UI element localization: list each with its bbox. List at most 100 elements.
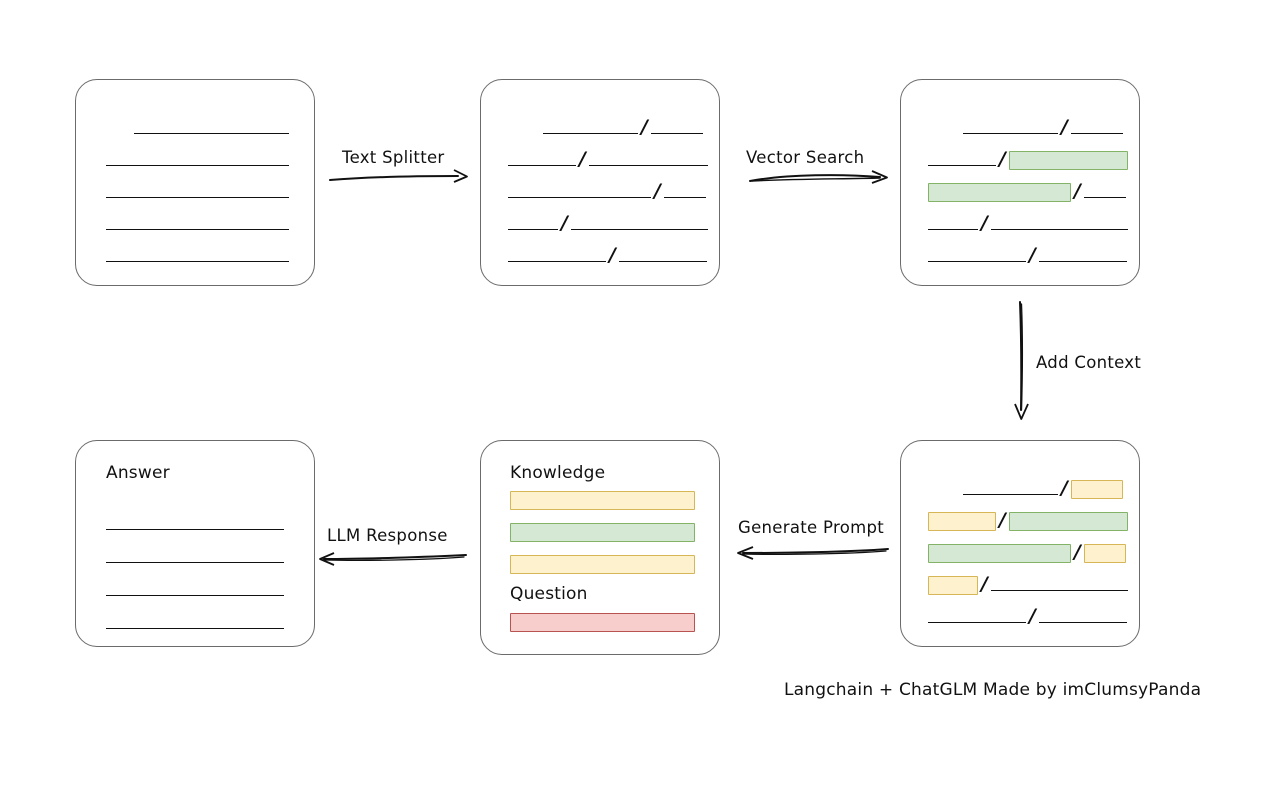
text-line: / [928, 572, 1128, 595]
text-rule [963, 133, 1058, 134]
text-line [106, 184, 289, 200]
text-rule [1083, 197, 1126, 198]
arrow-label-add-context: Add Context [1036, 353, 1142, 372]
text-line: / [928, 211, 1128, 234]
separator-slash: / [654, 179, 661, 202]
highlight-chip-yellow [1083, 543, 1126, 563]
answer-label: Answer [106, 463, 170, 483]
prompt-box: Knowledge Question [480, 440, 720, 655]
text-rule [1038, 622, 1127, 623]
text-line: / [928, 243, 1127, 266]
arrow-generate-prompt [737, 546, 889, 560]
highlight-chip-yellow [1070, 479, 1123, 499]
text-line: / [928, 604, 1127, 627]
text-rule [106, 595, 284, 596]
arrow-label-text-splitter: Text Splitter [342, 148, 445, 167]
arrow-llm-response [319, 552, 467, 566]
text-line: / [508, 211, 708, 234]
separator-slash: / [1074, 540, 1081, 563]
text-line [106, 248, 289, 264]
text-line: / [508, 179, 706, 202]
text-rule [990, 590, 1128, 591]
knowledge-label: Knowledge [510, 463, 606, 483]
text-line: / [543, 115, 703, 138]
highlight-chip-green [510, 523, 695, 542]
text-rule [106, 261, 289, 262]
separator-slash: / [561, 211, 568, 234]
highlight-chip-red [510, 613, 695, 632]
arrow-vector-search [749, 170, 888, 184]
text-rule [663, 197, 706, 198]
separator-slash: / [1061, 476, 1068, 499]
text-rule [928, 261, 1026, 262]
text-rule [1038, 261, 1127, 262]
question-label: Question [510, 584, 588, 604]
highlight-chip-green [928, 543, 1071, 563]
text-line [106, 516, 284, 532]
separator-slash: / [609, 243, 616, 266]
highlight-chip-yellow [510, 491, 695, 510]
footer-credit: Langchain + ChatGLM Made by imClumsyPand… [784, 680, 1202, 700]
text-line [106, 216, 289, 232]
separator-slash: / [1029, 604, 1036, 627]
separator-slash: / [981, 572, 988, 595]
text-rule [134, 133, 289, 134]
separator-slash: / [981, 211, 988, 234]
text-rule [1070, 133, 1123, 134]
text-rule [928, 622, 1026, 623]
separator-slash: / [1074, 179, 1081, 202]
text-rule [106, 197, 289, 198]
text-line [134, 120, 289, 136]
answer-box: Answer [75, 440, 315, 647]
text-rule [928, 229, 978, 230]
text-rule [106, 562, 284, 563]
text-rule [508, 165, 576, 166]
text-rule [650, 133, 703, 134]
highlight-chip-green [928, 182, 1071, 202]
text-rule [588, 165, 708, 166]
highlight-chip-yellow [510, 555, 695, 574]
separator-slash: / [641, 115, 648, 138]
split-chunks-box: / / / / / [480, 79, 720, 286]
text-rule [106, 229, 289, 230]
highlight-chip-green [1008, 511, 1128, 531]
text-rule [570, 229, 708, 230]
separator-slash: / [579, 147, 586, 170]
separator-slash: / [999, 147, 1006, 170]
text-line [106, 615, 284, 631]
text-rule [508, 229, 558, 230]
text-line: / [963, 476, 1123, 499]
highlight-chip-yellow [928, 575, 978, 595]
context-added-chunks-box: / / / / / [900, 440, 1140, 647]
text-line: / [508, 147, 708, 170]
arrow-label-generate-prompt: Generate Prompt [738, 518, 884, 537]
highlight-chip-yellow [928, 511, 996, 531]
text-line: / [928, 179, 1126, 202]
source-document-box [75, 79, 315, 286]
text-line [106, 152, 289, 168]
vector-matched-chunks-box: / / / / / [900, 79, 1140, 286]
text-line [106, 549, 284, 565]
text-line: / [928, 508, 1128, 531]
text-rule [106, 628, 284, 629]
separator-slash: / [1029, 243, 1036, 266]
text-line: / [508, 243, 707, 266]
text-rule [963, 494, 1058, 495]
text-rule [508, 261, 606, 262]
arrow-add-context [1014, 301, 1029, 420]
text-line: / [963, 115, 1123, 138]
separator-slash: / [1061, 115, 1068, 138]
text-rule [106, 529, 284, 530]
text-rule [990, 229, 1128, 230]
text-line: / [928, 540, 1126, 563]
text-rule [928, 165, 996, 166]
text-line [106, 582, 284, 598]
separator-slash: / [999, 508, 1006, 531]
text-line: / [928, 147, 1128, 170]
text-rule [618, 261, 707, 262]
arrow-label-llm-response: LLM Response [327, 526, 448, 545]
highlight-chip-green [1008, 150, 1128, 170]
arrow-text-splitter [329, 169, 468, 183]
text-rule [543, 133, 638, 134]
